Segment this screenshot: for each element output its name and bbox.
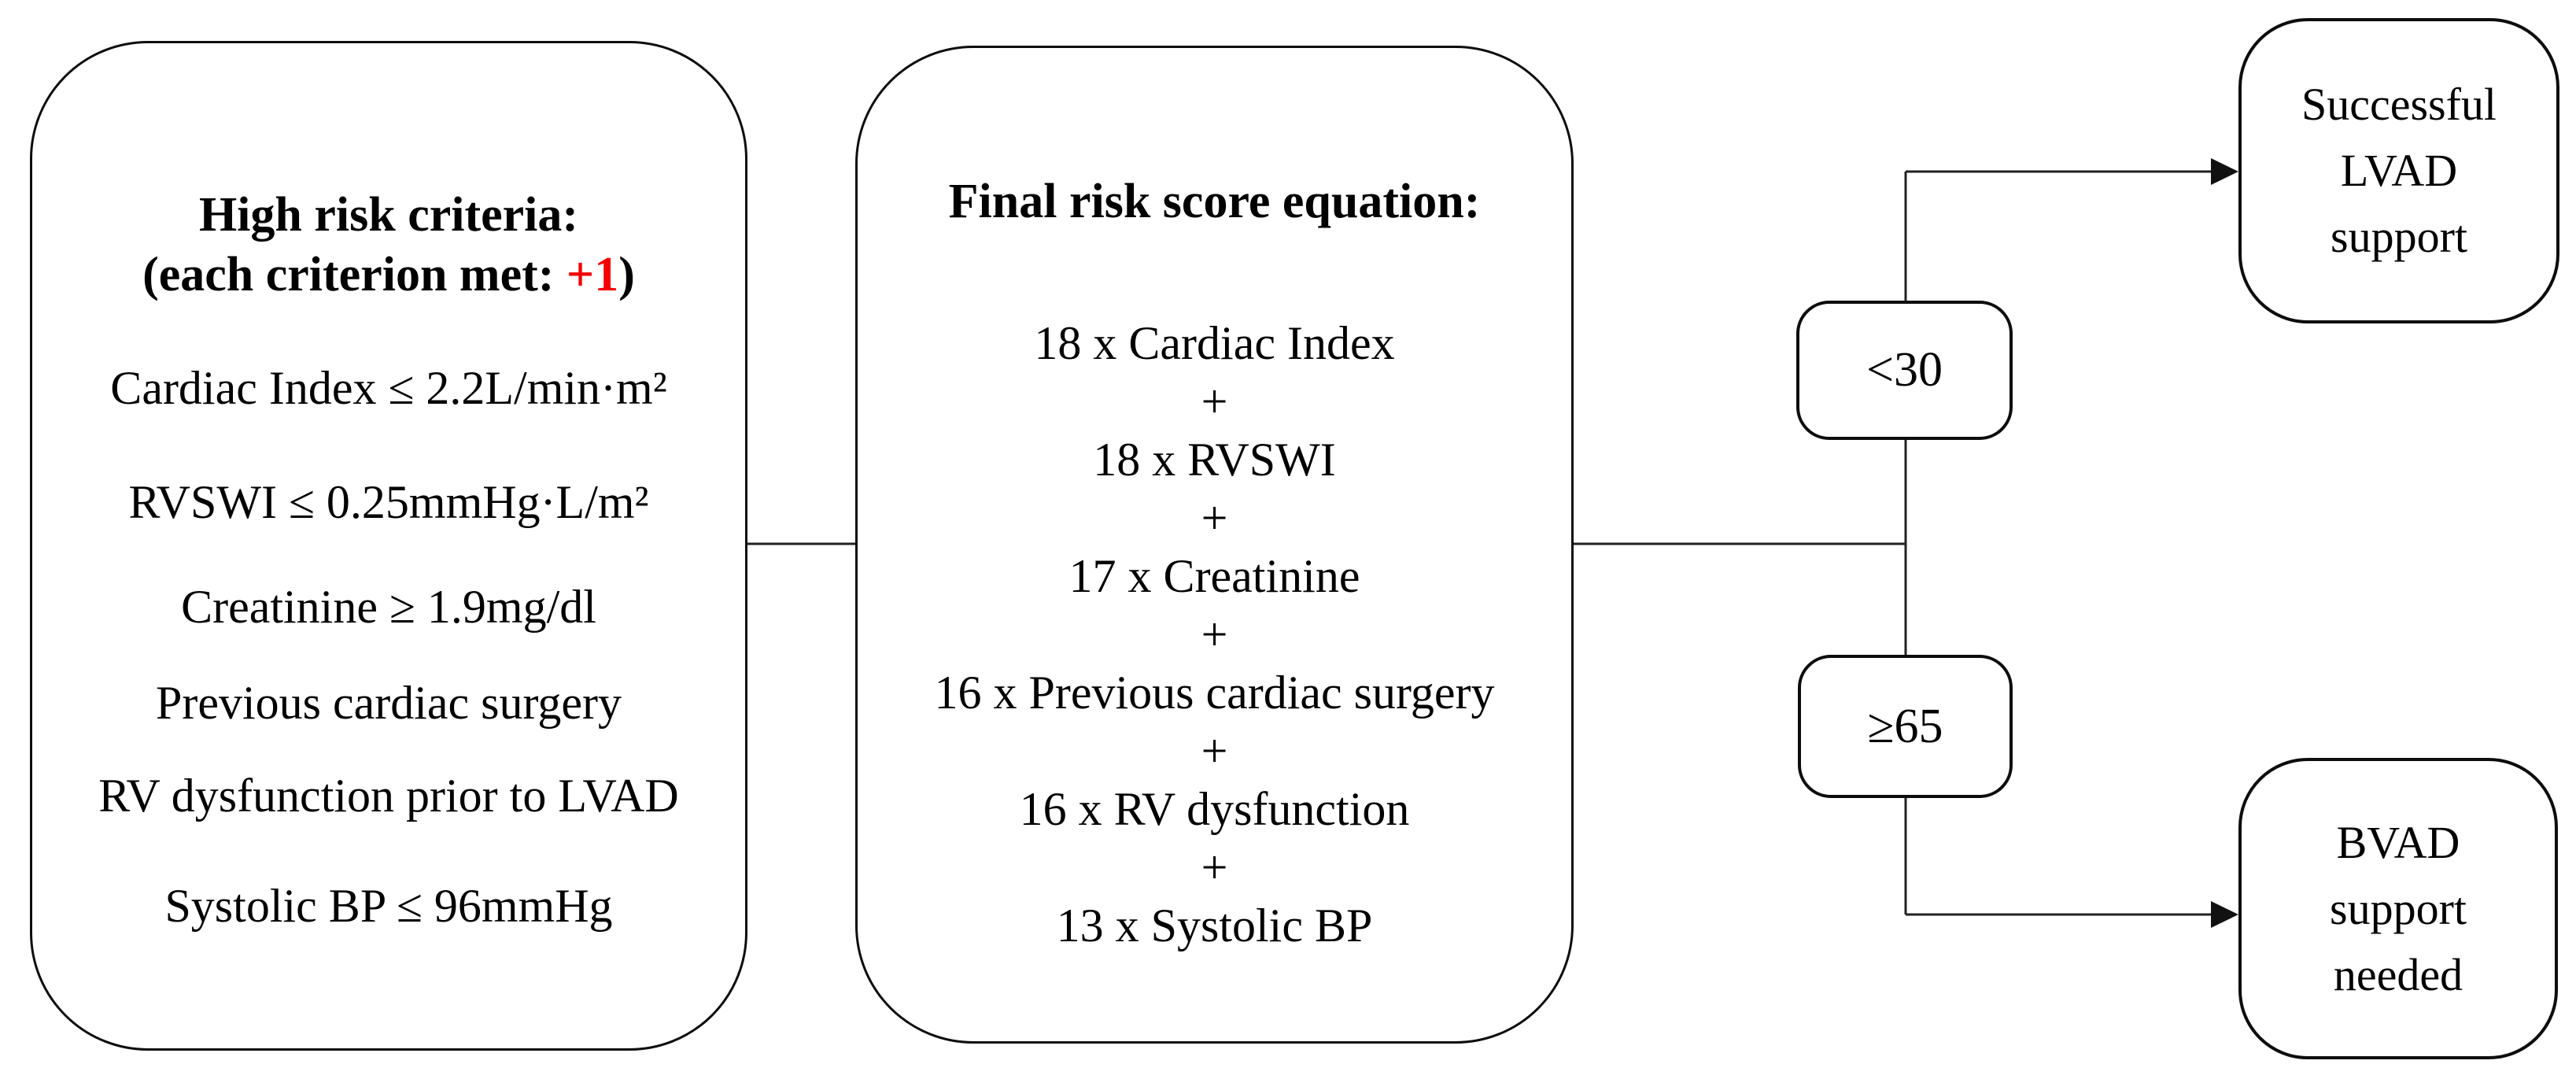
lvad-outcome-line1: Successful — [2301, 79, 2497, 130]
equation-plus-sign: + — [1201, 492, 1228, 544]
criterion-met-prefix: (each criterion met: — [142, 248, 566, 301]
equation-plus-sign: + — [1201, 375, 1228, 427]
high-risk-criteria-title: High risk criteria: (each criterion met:… — [32, 185, 745, 305]
high-risk-criteria-box: High risk criteria: (each criterion met:… — [30, 41, 747, 1051]
equation-plus-sign: + — [1201, 608, 1228, 660]
criterion-rvswi: RVSWI ≤ 0.25mmHg·L/m² — [128, 476, 649, 528]
bvad-outcome-line3: needed — [2333, 948, 2463, 1000]
high-risk-criteria-title-line1: High risk criteria: — [198, 188, 579, 242]
equation-term-rv-dysfunction: 16 x RV dysfunction — [1019, 783, 1410, 835]
score-below-30-node: <30 — [1796, 301, 2013, 440]
criterion-met-plus-one: +1 — [566, 248, 619, 301]
criterion-previous-cardiac-surgery: Previous cardiac surgery — [155, 677, 622, 729]
lvad-outcome-line3: support — [2331, 211, 2467, 262]
criterion-cardiac-index: Cardiac Index ≤ 2.2L/min·m² — [110, 362, 667, 414]
arrowhead-right-icon — [2211, 901, 2238, 928]
equation-term-systolic-bp: 13 x Systolic BP — [1056, 900, 1373, 952]
bvad-outcome-line1: BVAD — [2336, 816, 2460, 868]
bvad-outcome-line2: support — [2330, 882, 2467, 934]
score-65-or-more-label: ≥65 — [1867, 699, 1943, 753]
equation-term-previous-cardiac-surgery: 16 x Previous cardiac surgery — [934, 667, 1495, 719]
bvad-outcome-box: BVAD support needed — [2238, 758, 2558, 1059]
criterion-creatinine: Creatinine ≥ 1.9mg/dl — [181, 581, 596, 633]
equation-plus-sign: + — [1201, 841, 1228, 893]
equation-plus-sign: + — [1201, 725, 1228, 777]
arrowhead-right-icon — [2211, 158, 2238, 185]
equation-term-creatinine: 17 x Creatinine — [1068, 550, 1360, 602]
risk-score-equation-title: Final risk score equation: — [948, 175, 1481, 228]
risk-score-equation-body: 18 x Cardiac Index + 18 x RVSWI + 17 x C… — [858, 314, 1571, 955]
lvad-outcome-line2: LVAD — [2340, 145, 2458, 196]
criterion-rv-dysfunction: RV dysfunction prior to LVAD — [98, 770, 679, 822]
equation-term-rvswi: 18 x RVSWI — [1093, 434, 1336, 486]
risk-score-equation-box: Final risk score equation: 18 x Cardiac … — [855, 46, 1574, 1044]
score-65-or-more-node: ≥65 — [1798, 655, 2013, 798]
criterion-systolic-bp: Systolic BP ≤ 96mmHg — [164, 880, 613, 932]
high-risk-criteria-title-line2: (each criterion met: +1) — [32, 245, 745, 305]
criterion-met-suffix: ) — [618, 248, 635, 301]
successful-lvad-outcome-box: Successful LVAD support — [2238, 18, 2559, 323]
equation-term-cardiac-index: 18 x Cardiac Index — [1034, 317, 1395, 369]
score-below-30-label: <30 — [1866, 343, 1943, 397]
